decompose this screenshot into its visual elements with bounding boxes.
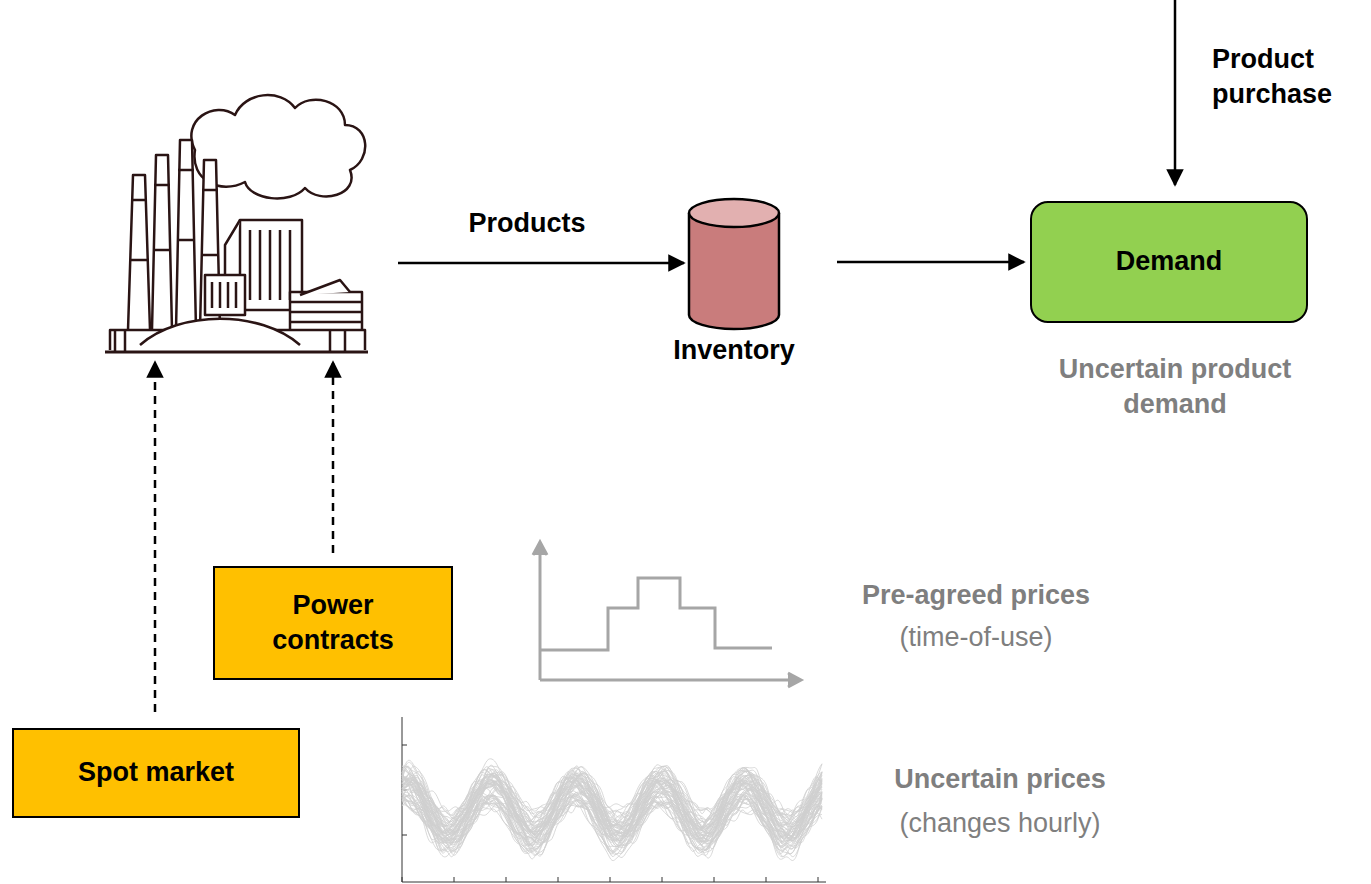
supply-arrow xyxy=(332,362,335,553)
factory-illustration xyxy=(105,95,368,352)
cylinder-shape xyxy=(687,197,781,331)
process-box: Power contracts xyxy=(213,566,453,680)
node-label: Spot market xyxy=(78,755,234,790)
text-label: Uncertain prices xyxy=(835,762,1165,797)
text-label: (time-of-use) xyxy=(811,620,1141,655)
node-label: Inventory xyxy=(673,333,795,368)
spot-price-chart xyxy=(402,717,826,882)
text-label: Pre-agreed prices xyxy=(811,578,1141,613)
text-label: Uncertain product demand xyxy=(1045,352,1305,422)
text-label: Product purchase xyxy=(1212,42,1362,112)
process-box: Spot market xyxy=(12,728,300,818)
node-label: Power contracts xyxy=(258,588,408,658)
process-box: Demand xyxy=(1030,201,1308,323)
supply-arrow xyxy=(154,362,157,712)
node-label: Demand xyxy=(1116,244,1223,279)
text-label: Products xyxy=(427,206,627,241)
tou-chart xyxy=(533,542,801,687)
inventory-cylinder: Inventory xyxy=(687,197,781,331)
products-arrow xyxy=(398,262,684,265)
text-label: (changes hourly) xyxy=(835,806,1165,841)
flow-arrow xyxy=(837,261,1024,264)
purchase-arrow xyxy=(1174,0,1177,185)
